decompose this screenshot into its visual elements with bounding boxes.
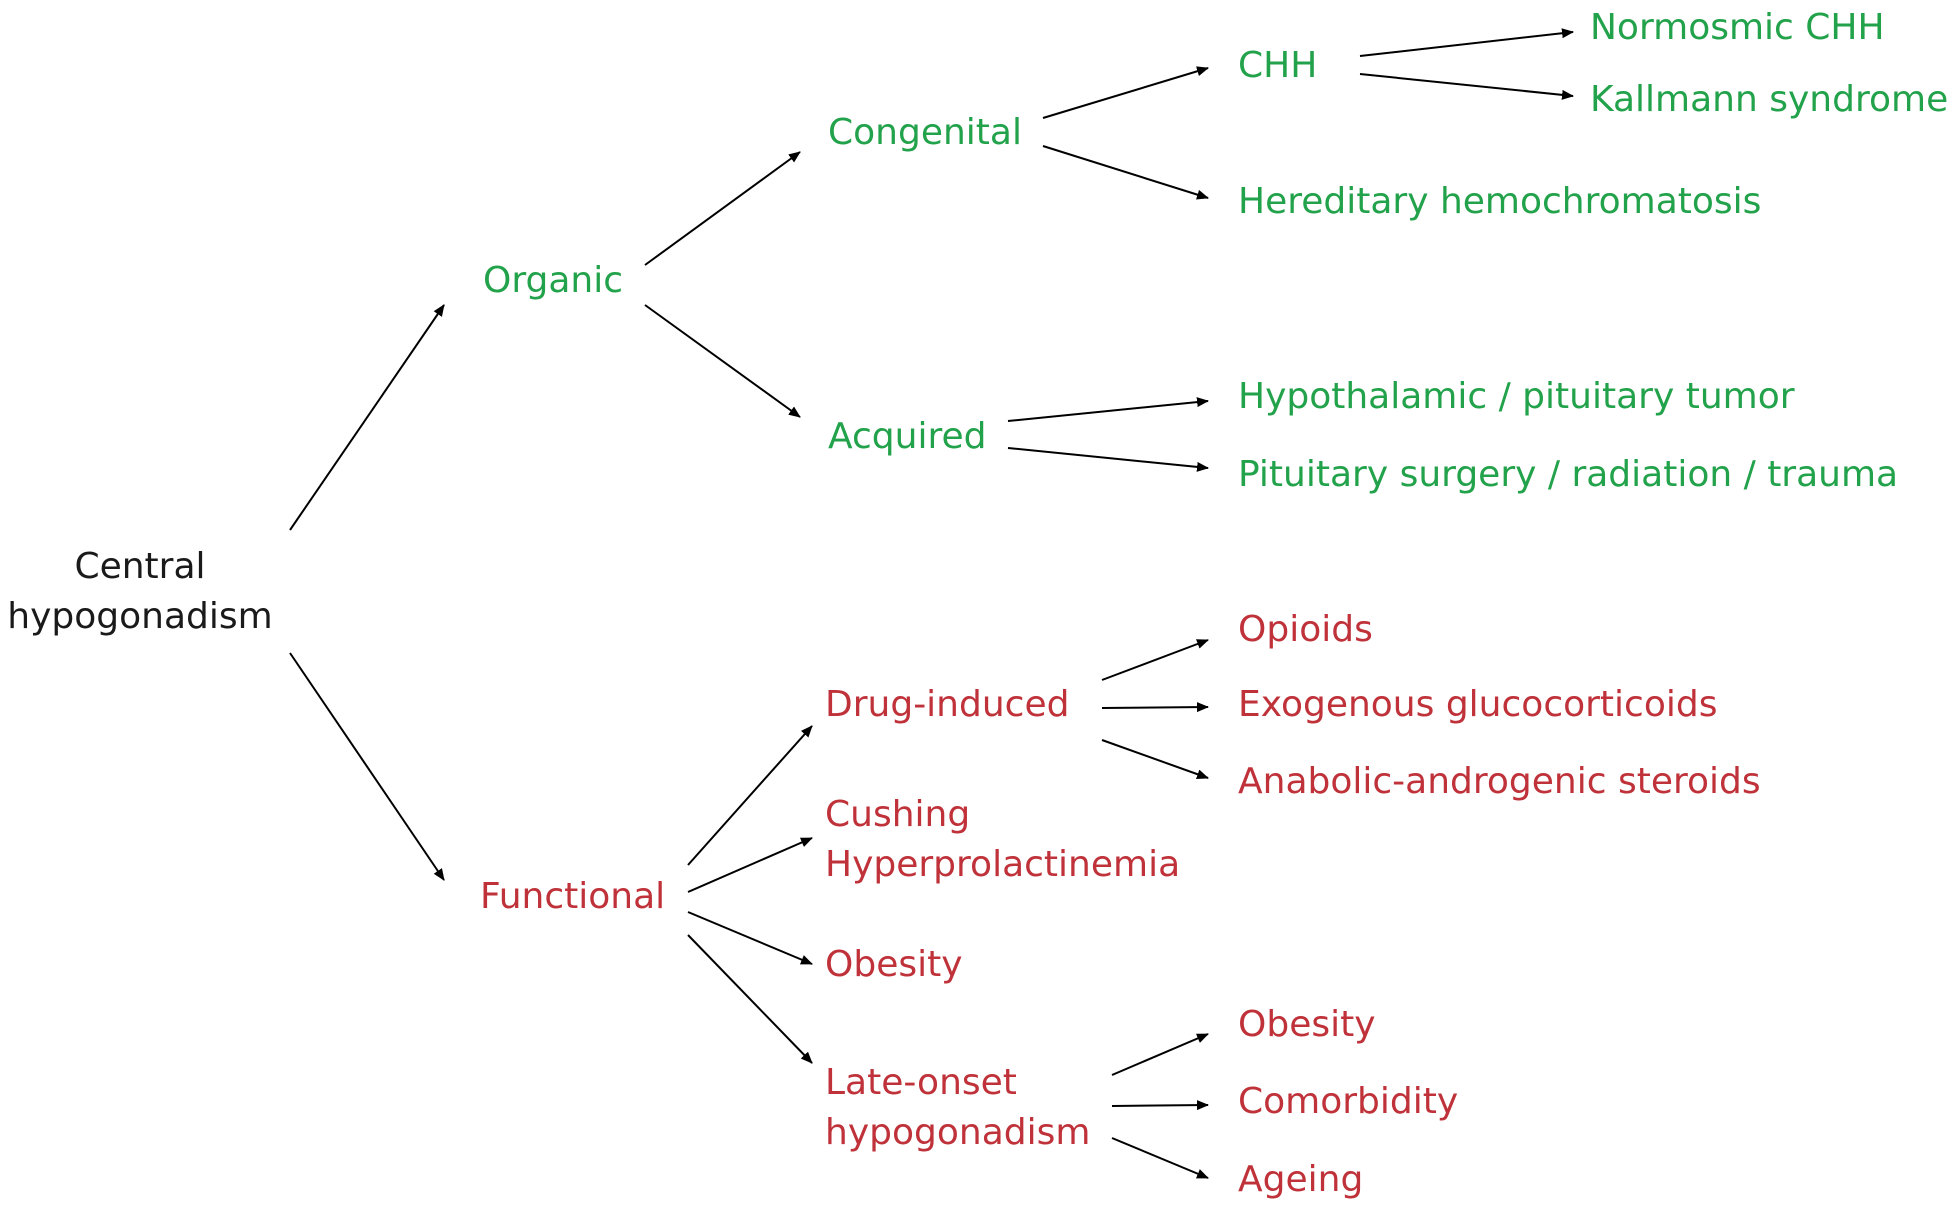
arrow-drug-to-steroids <box>1101 739 1209 779</box>
arrow-root-to-functional <box>289 652 445 881</box>
hyperprolactinemia-label: Hyperprolactinemia <box>825 844 1181 885</box>
arrow-organic-to-acquired <box>644 304 801 418</box>
kallmann-syndrome-node: Kallmann syndrome <box>1590 79 1949 120</box>
cushing-hyperprolactinemia-node: Cushing Hyperprolactinemia <box>825 790 1180 890</box>
arrow-organic-to-congenital <box>644 151 801 266</box>
arrow-drug-to-opioids <box>1101 639 1209 681</box>
arrow-root-to-organic <box>289 304 445 531</box>
late-onset-hypogonadism-node: Late-onset hypogonadism <box>825 1058 1090 1158</box>
opioids-node: Opioids <box>1238 609 1373 650</box>
exogenous-glucocorticoids-node: Exogenous glucocorticoids <box>1238 684 1718 725</box>
organic-node: Organic <box>483 260 624 301</box>
arrow-functional-to-drug-induced <box>687 725 813 866</box>
arrow-functional-to-cushing <box>687 837 813 893</box>
drug-induced-node: Drug-induced <box>825 684 1070 725</box>
ageing-node: Ageing <box>1238 1159 1364 1200</box>
congenital-node: Congenital <box>828 112 1022 153</box>
root-label-line2: hypogonadism <box>7 596 273 637</box>
arrow-acquired-to-tumor <box>1007 397 1209 422</box>
root-label-line1: Central <box>74 546 206 587</box>
tumor-node: Hypothalamic / pituitary tumor <box>1238 376 1795 417</box>
hereditary-hemochromatosis-node: Hereditary hemochromatosis <box>1238 181 1762 222</box>
hypogonadism-label: hypogonadism <box>825 1112 1091 1153</box>
chh-node: CHH <box>1238 45 1318 86</box>
obesity-node: Obesity <box>825 944 963 985</box>
arrow-late-to-ageing <box>1111 1137 1209 1179</box>
late-onset-label: Late-onset <box>825 1062 1017 1103</box>
arrow-functional-to-late-onset <box>687 934 813 1064</box>
comorbidity-node: Comorbidity <box>1238 1081 1459 1122</box>
arrow-drug-to-glucocorticoids <box>1101 702 1209 713</box>
cushing-label: Cushing <box>825 794 971 835</box>
surgery-radiation-trauma-node: Pituitary surgery / radiation / trauma <box>1238 454 1899 495</box>
functional-node: Functional <box>480 876 666 917</box>
arrow-functional-to-obesity <box>687 911 813 965</box>
normosmic-chh-node: Normosmic CHH <box>1590 7 1885 48</box>
arrow-late-to-obesity <box>1111 1033 1209 1076</box>
arrow-late-to-comorbidity <box>1111 1100 1209 1111</box>
arrow-acquired-to-surgery <box>1007 447 1209 472</box>
root-node: Central hypogonadism <box>0 542 280 642</box>
acquired-node: Acquired <box>828 416 987 457</box>
arrow-chh-to-normosmic <box>1359 28 1574 57</box>
late-obesity-node: Obesity <box>1238 1004 1376 1045</box>
arrow-chh-to-kallmann <box>1359 73 1574 100</box>
arrow-congenital-to-chh <box>1042 66 1209 119</box>
arrow-congenital-to-hemochromatosis <box>1042 145 1209 200</box>
anabolic-androgenic-steroids-node: Anabolic-androgenic steroids <box>1238 761 1761 802</box>
